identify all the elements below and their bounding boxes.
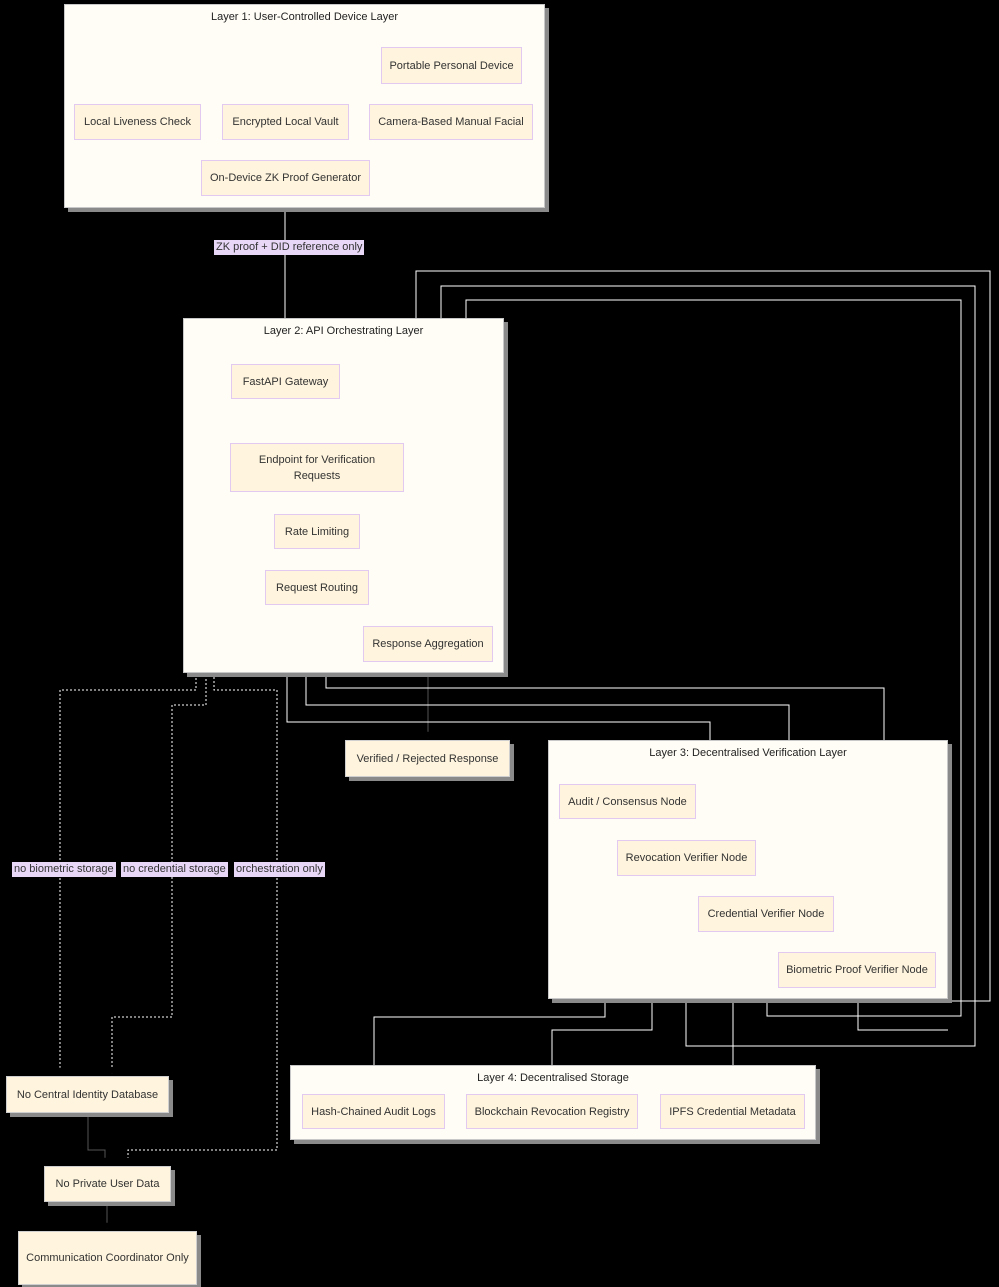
node-zk-generator[interactable]: On-Device ZK Proof Generator <box>201 160 370 196</box>
node-audit-consensus[interactable]: Audit / Consensus Node <box>559 784 696 819</box>
node-audit-logs[interactable]: Hash-Chained Audit Logs <box>302 1094 445 1129</box>
node-encrypted-vault[interactable]: Encrypted Local Vault <box>222 104 349 140</box>
edge-label-no-credential: no credential storage <box>121 862 228 877</box>
edge-label-orchestration: orchestration only <box>234 862 325 877</box>
node-revocation-verifier[interactable]: Revocation Verifier Node <box>617 840 756 876</box>
layer-2-title: Layer 2: API Orchestrating Layer <box>263 325 424 337</box>
node-biometric-verifier[interactable]: Biometric Proof Verifier Node <box>778 952 936 988</box>
node-fastapi-gateway[interactable]: FastAPI Gateway <box>231 364 340 399</box>
edge-label-no-biometric: no biometric storage <box>12 862 116 877</box>
node-request-routing[interactable]: Request Routing <box>265 570 369 605</box>
node-comm-coordinator[interactable]: Communication Coordinator Only <box>18 1231 197 1285</box>
edge-label-zk-proof: ZK proof + DID reference only <box>214 240 365 255</box>
edge-audit-to-logs <box>370 1001 606 1093</box>
node-endpoint-verification[interactable]: Endpoint for Verification Requests <box>230 443 404 492</box>
node-portable-device[interactable]: Portable Personal Device <box>381 47 522 84</box>
node-verified-response[interactable]: Verified / Rejected Response <box>345 740 510 777</box>
node-response-aggregation[interactable]: Response Aggregation <box>363 626 493 662</box>
node-rate-limiting[interactable]: Rate Limiting <box>274 514 360 549</box>
node-ipfs-metadata[interactable]: IPFS Credential Metadata <box>660 1094 805 1129</box>
node-no-private-data[interactable]: No Private User Data <box>44 1166 171 1202</box>
node-credential-verifier[interactable]: Credential Verifier Node <box>698 896 834 932</box>
node-local-liveness[interactable]: Local Liveness Check <box>74 104 201 140</box>
layer-4-title: Layer 4: Decentralised Storage <box>477 1072 629 1084</box>
edge-biometric-feedback <box>857 988 948 1031</box>
layer-1-title: Layer 1: User-Controlled Device Layer <box>210 11 399 23</box>
node-no-central-db[interactable]: No Central Identity Database <box>6 1076 169 1113</box>
node-revocation-registry[interactable]: Blockchain Revocation Registry <box>466 1094 638 1129</box>
edge-central-to-private <box>87 1113 109 1165</box>
node-camera-facial[interactable]: Camera-Based Manual Facial <box>369 104 533 140</box>
layer-3-title: Layer 3: Decentralised Verification Laye… <box>649 747 847 759</box>
